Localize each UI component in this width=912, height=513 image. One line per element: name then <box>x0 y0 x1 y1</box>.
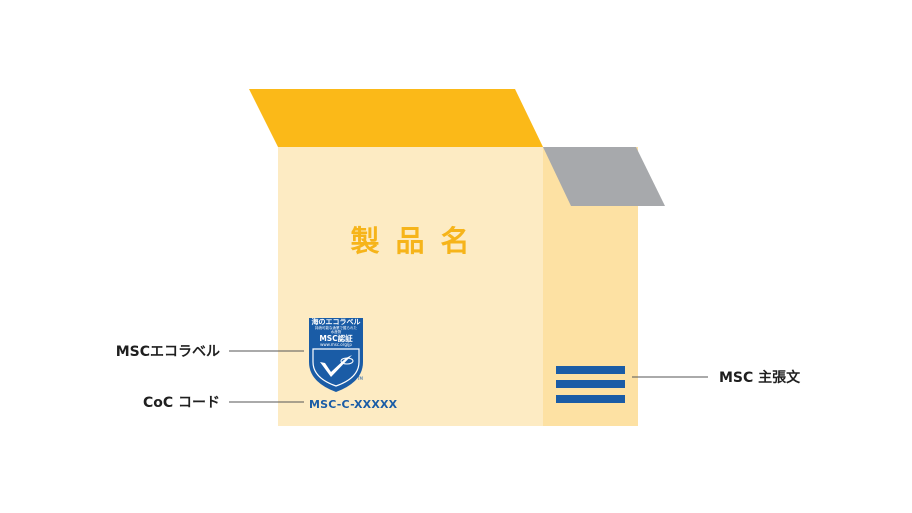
eco-logo-line1: 海のエコラベル <box>311 318 361 326</box>
msc-ecolabel-logo <box>309 318 363 392</box>
claim-callout: MSC 主張文 <box>719 370 801 386</box>
eco-logo-line3: 水産物 <box>330 329 342 334</box>
eco-logo-line4: MSC認証 <box>319 334 353 343</box>
claim-stripe <box>556 380 625 388</box>
eco-logo-url: www.msc.org/jp <box>320 341 352 347</box>
product-name-text: 製品名 <box>350 224 486 258</box>
claim-stripe <box>556 395 625 403</box>
claim-stripe <box>556 366 625 374</box>
side-flap <box>543 147 665 206</box>
msc-claim-stripes <box>556 366 625 403</box>
eco-logo-line2: 持続可能な漁業で獲られた <box>315 326 357 330</box>
front-flap <box>249 89 543 147</box>
coc-code-value: MSC-C-XXXXX <box>309 398 398 411</box>
eco-label-callout: MSCエコラベル <box>115 344 220 360</box>
checkmark-fish-icon <box>320 355 352 377</box>
msc-ecolabel-text: 海のエコラベル 持続可能な漁業で獲られた 水産物 MSC認証 www.msc.o… <box>309 317 363 391</box>
eco-logo-trademark: TM <box>357 376 363 381</box>
coc-code-callout: CoC コード <box>142 395 220 411</box>
